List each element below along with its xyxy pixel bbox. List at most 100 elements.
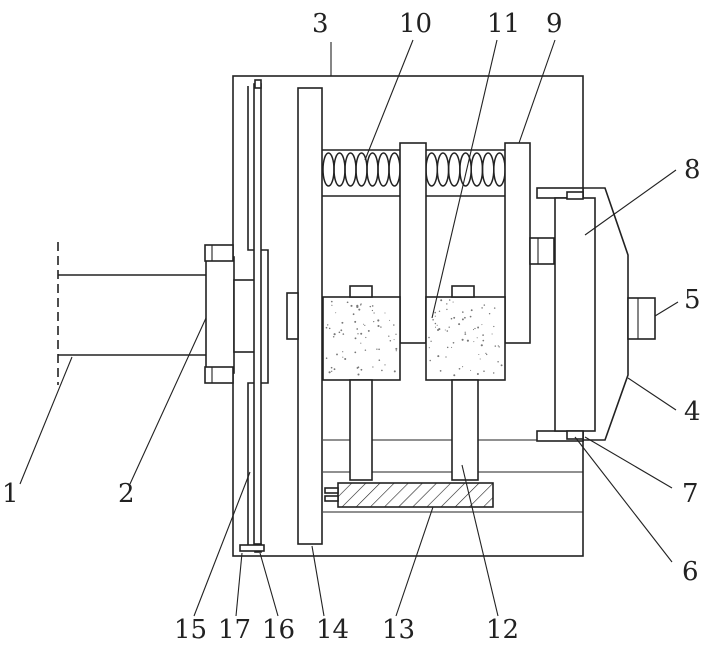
speckle-dot (465, 332, 466, 333)
filler-block-left (323, 297, 400, 380)
speckle-dot (449, 327, 450, 328)
label-3: 3 (312, 9, 329, 39)
speckle-dot (481, 307, 483, 309)
speckle-dot (462, 366, 463, 367)
speckle-dot (437, 325, 438, 326)
speckle-dot (497, 361, 499, 363)
speckle-dot (350, 305, 352, 307)
speckle-dot (347, 301, 349, 303)
speckle-dot (336, 353, 338, 355)
speckle-dot (477, 327, 479, 329)
label-14: 14 (316, 615, 349, 645)
speckle-dot (458, 323, 460, 325)
speckle-dot (430, 341, 431, 342)
speckle-dot (354, 321, 356, 323)
speckle-dot (344, 358, 346, 360)
speckle-dot (501, 364, 503, 366)
speckle-dot (373, 321, 374, 322)
label-16: 16 (262, 615, 295, 645)
speckle-dot (429, 360, 431, 362)
label-11: 11 (487, 9, 520, 39)
speckle-dot (377, 325, 379, 327)
label-2: 2 (118, 479, 135, 509)
speckle-dot (384, 364, 385, 365)
speckle-dot (395, 334, 396, 335)
label-5: 5 (684, 285, 701, 315)
speckle-dot (390, 340, 392, 342)
speckle-dot (453, 342, 455, 344)
speckle-dot (333, 336, 335, 338)
speckle-dot (499, 346, 500, 347)
speckle-dot (360, 369, 362, 371)
speckle-dot (481, 324, 482, 325)
speckle-dot (481, 344, 483, 346)
speckle-dot (451, 347, 452, 348)
speckle-dot (372, 366, 373, 367)
lifting-plate (298, 88, 322, 544)
speckle-dot (360, 304, 361, 305)
speckle-dot (360, 333, 362, 335)
speckle-dot (445, 356, 446, 357)
speckle-dot (331, 305, 332, 306)
speckle-dot (462, 318, 464, 320)
speckle-dot (379, 359, 381, 361)
speckle-dot (354, 352, 356, 354)
speckle-dot (342, 351, 343, 352)
speckle-dot (329, 371, 331, 373)
speckle-dot (389, 320, 390, 321)
connector-block (530, 238, 554, 264)
speckle-dot (445, 329, 446, 330)
speckle-dot (357, 373, 359, 375)
speckle-dot (355, 337, 357, 339)
speckle-dot (453, 302, 454, 303)
label-10: 10 (399, 9, 432, 39)
label-6: 6 (682, 557, 699, 587)
rod-left (350, 380, 372, 480)
filler-block-right (426, 297, 505, 380)
speckle-dot (334, 368, 336, 370)
speckle-dot (372, 310, 373, 311)
speckle-dot (388, 336, 389, 337)
speckle-dot (341, 322, 343, 324)
speckle-dot (373, 312, 374, 313)
speckle-dot (471, 309, 473, 311)
speckle-dot (439, 311, 440, 312)
lifting-plate-lug (287, 293, 298, 339)
speckle-dot (473, 341, 474, 342)
speckle-dot (464, 333, 466, 335)
speckle-dot (446, 330, 448, 332)
speckle-dot (356, 305, 358, 307)
speckle-dot (494, 307, 495, 308)
label-7: 7 (682, 479, 699, 509)
speckle-dot (326, 357, 328, 359)
speckle-dot (370, 306, 371, 307)
label-15: 15 (174, 615, 207, 645)
speckle-dot (451, 318, 453, 320)
speckle-dot (384, 312, 385, 313)
speckle-dot (331, 301, 333, 303)
speckle-dot (435, 323, 437, 325)
speckle-dot (364, 325, 365, 326)
speckle-dot (368, 330, 370, 332)
speckle-dot (459, 368, 461, 370)
speckle-dot (464, 317, 466, 319)
label-1: 1 (2, 479, 19, 509)
speckle-dot (435, 327, 436, 328)
speckle-dot (331, 371, 332, 372)
speckle-dot (493, 372, 494, 373)
rod-right (452, 380, 478, 480)
speckle-dot (492, 333, 493, 334)
speckle-dot (449, 299, 451, 301)
speckle-dot (365, 337, 366, 338)
speckle-dot (470, 370, 471, 371)
speckle-dot (353, 313, 355, 315)
speckle-dot (378, 348, 380, 350)
base-stub-top (325, 488, 338, 493)
speckle-dot (428, 337, 430, 339)
speckle-dot (495, 345, 496, 346)
speckle-dot (486, 354, 487, 355)
speckle-dot (440, 370, 442, 372)
speckle-dot (493, 326, 494, 327)
speckle-dot (489, 313, 490, 314)
